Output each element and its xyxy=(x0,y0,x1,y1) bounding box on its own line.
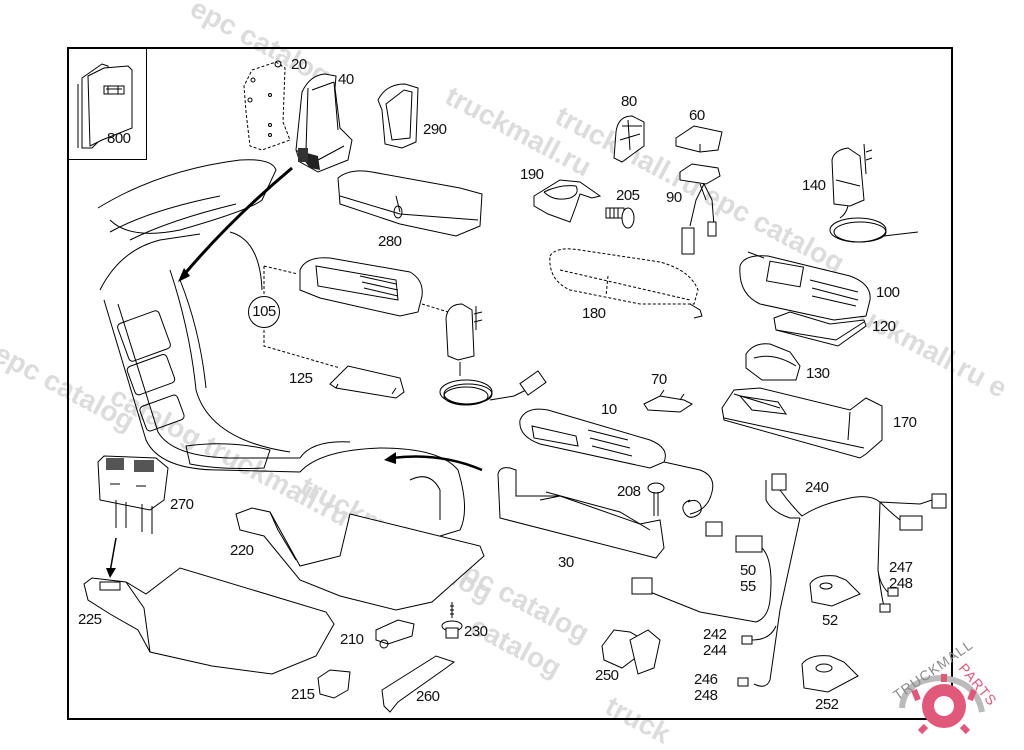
part-105-phone[interactable] xyxy=(299,257,423,317)
callout-270[interactable]: 270 xyxy=(170,496,194,513)
part-10-handset[interactable] xyxy=(519,408,714,515)
part-180-holder[interactable] xyxy=(549,248,703,319)
part-170-base[interactable] xyxy=(721,387,883,459)
part-225-panel[interactable] xyxy=(83,567,335,675)
part-270-switch[interactable] xyxy=(97,455,169,534)
part-190-holder[interactable] xyxy=(533,179,602,223)
callout-100[interactable]: 100 xyxy=(876,284,900,301)
callout-40[interactable]: 40 xyxy=(338,71,354,88)
part-120-pad[interactable] xyxy=(773,311,867,347)
part-30-tray[interactable] xyxy=(497,467,665,559)
part-240-wiring-harness[interactable] xyxy=(737,473,947,687)
truckmall-logo-mark xyxy=(899,674,985,735)
callout-140[interactable]: 140 xyxy=(802,177,826,194)
callout-247-248[interactable]: 247 248 xyxy=(889,559,913,592)
part-80-holder[interactable] xyxy=(613,115,645,163)
part-210-clip[interactable] xyxy=(375,619,415,649)
callout-242-244[interactable]: 242 244 xyxy=(703,626,727,659)
callout-208[interactable]: 208 xyxy=(617,483,641,500)
part-230-fastener[interactable] xyxy=(441,602,463,639)
part-215-plug[interactable] xyxy=(317,669,351,699)
part-205-screw[interactable] xyxy=(605,207,635,229)
part-50-55-cable[interactable] xyxy=(631,535,772,623)
callout-90[interactable]: 90 xyxy=(666,189,682,206)
callout-52[interactable]: 52 xyxy=(822,612,838,629)
callout-252[interactable]: 252 xyxy=(815,696,839,713)
manual-inset-box xyxy=(67,47,147,160)
part-125-clip[interactable] xyxy=(329,365,405,399)
callout-10[interactable]: 10 xyxy=(601,401,617,418)
callout-246-248[interactable]: 246 248 xyxy=(694,671,718,704)
callout-170[interactable]: 170 xyxy=(893,414,917,431)
part-40-bracket[interactable] xyxy=(295,73,353,173)
part-290-cover[interactable] xyxy=(377,83,419,149)
part-208-screw[interactable] xyxy=(647,482,665,516)
callout-215[interactable]: 215 xyxy=(291,686,315,703)
callout-280[interactable]: 280 xyxy=(378,233,402,250)
callout-800[interactable]: 800 xyxy=(107,130,131,147)
callout-220[interactable]: 220 xyxy=(230,542,254,559)
callout-260[interactable]: 260 xyxy=(416,688,440,705)
callout-120[interactable]: 120 xyxy=(872,318,896,335)
callout-80[interactable]: 80 xyxy=(621,93,637,110)
callout-290[interactable]: 290 xyxy=(423,121,447,138)
part-250-bracket[interactable] xyxy=(601,629,661,675)
callout-30[interactable]: 30 xyxy=(558,554,574,571)
part-140-charger[interactable] xyxy=(829,143,919,243)
callout-210[interactable]: 210 xyxy=(340,631,364,648)
part-130-cup[interactable] xyxy=(745,343,801,381)
part-220-panel[interactable] xyxy=(235,507,485,611)
callout-230[interactable]: 230 xyxy=(464,623,488,640)
part-260-strap[interactable] xyxy=(381,655,456,713)
callout-225[interactable]: 225 xyxy=(78,611,102,628)
callout-60[interactable]: 60 xyxy=(689,107,705,124)
callout-20[interactable]: 20 xyxy=(291,56,307,73)
part-280-cradle[interactable] xyxy=(337,170,483,237)
callout-180[interactable]: 180 xyxy=(582,305,606,322)
callout-240[interactable]: 240 xyxy=(805,479,829,496)
callout-105[interactable]: 105 xyxy=(248,296,280,328)
part-52-pad[interactable] xyxy=(809,575,861,607)
part-90-wiring[interactable] xyxy=(679,163,721,255)
part-252-pad[interactable] xyxy=(801,655,859,693)
part-800-manual[interactable] xyxy=(77,63,133,149)
part-20-mounting-plate[interactable] xyxy=(243,60,291,151)
part-connector[interactable] xyxy=(705,521,723,537)
part-charger-cable[interactable] xyxy=(439,303,547,406)
center-console-drawing xyxy=(97,159,465,537)
callout-50-55[interactable]: 50 55 xyxy=(740,562,756,595)
callout-190[interactable]: 190 xyxy=(520,166,544,183)
callout-130[interactable]: 130 xyxy=(806,365,830,382)
callout-125[interactable]: 125 xyxy=(289,370,313,387)
part-100-phone[interactable] xyxy=(739,251,871,321)
callout-250[interactable]: 250 xyxy=(595,667,619,684)
part-70-clip[interactable] xyxy=(643,389,693,413)
callout-70[interactable]: 70 xyxy=(651,371,667,388)
callout-205[interactable]: 205 xyxy=(616,187,640,204)
part-60-cap[interactable] xyxy=(675,125,723,153)
diagram-frame xyxy=(67,47,953,720)
